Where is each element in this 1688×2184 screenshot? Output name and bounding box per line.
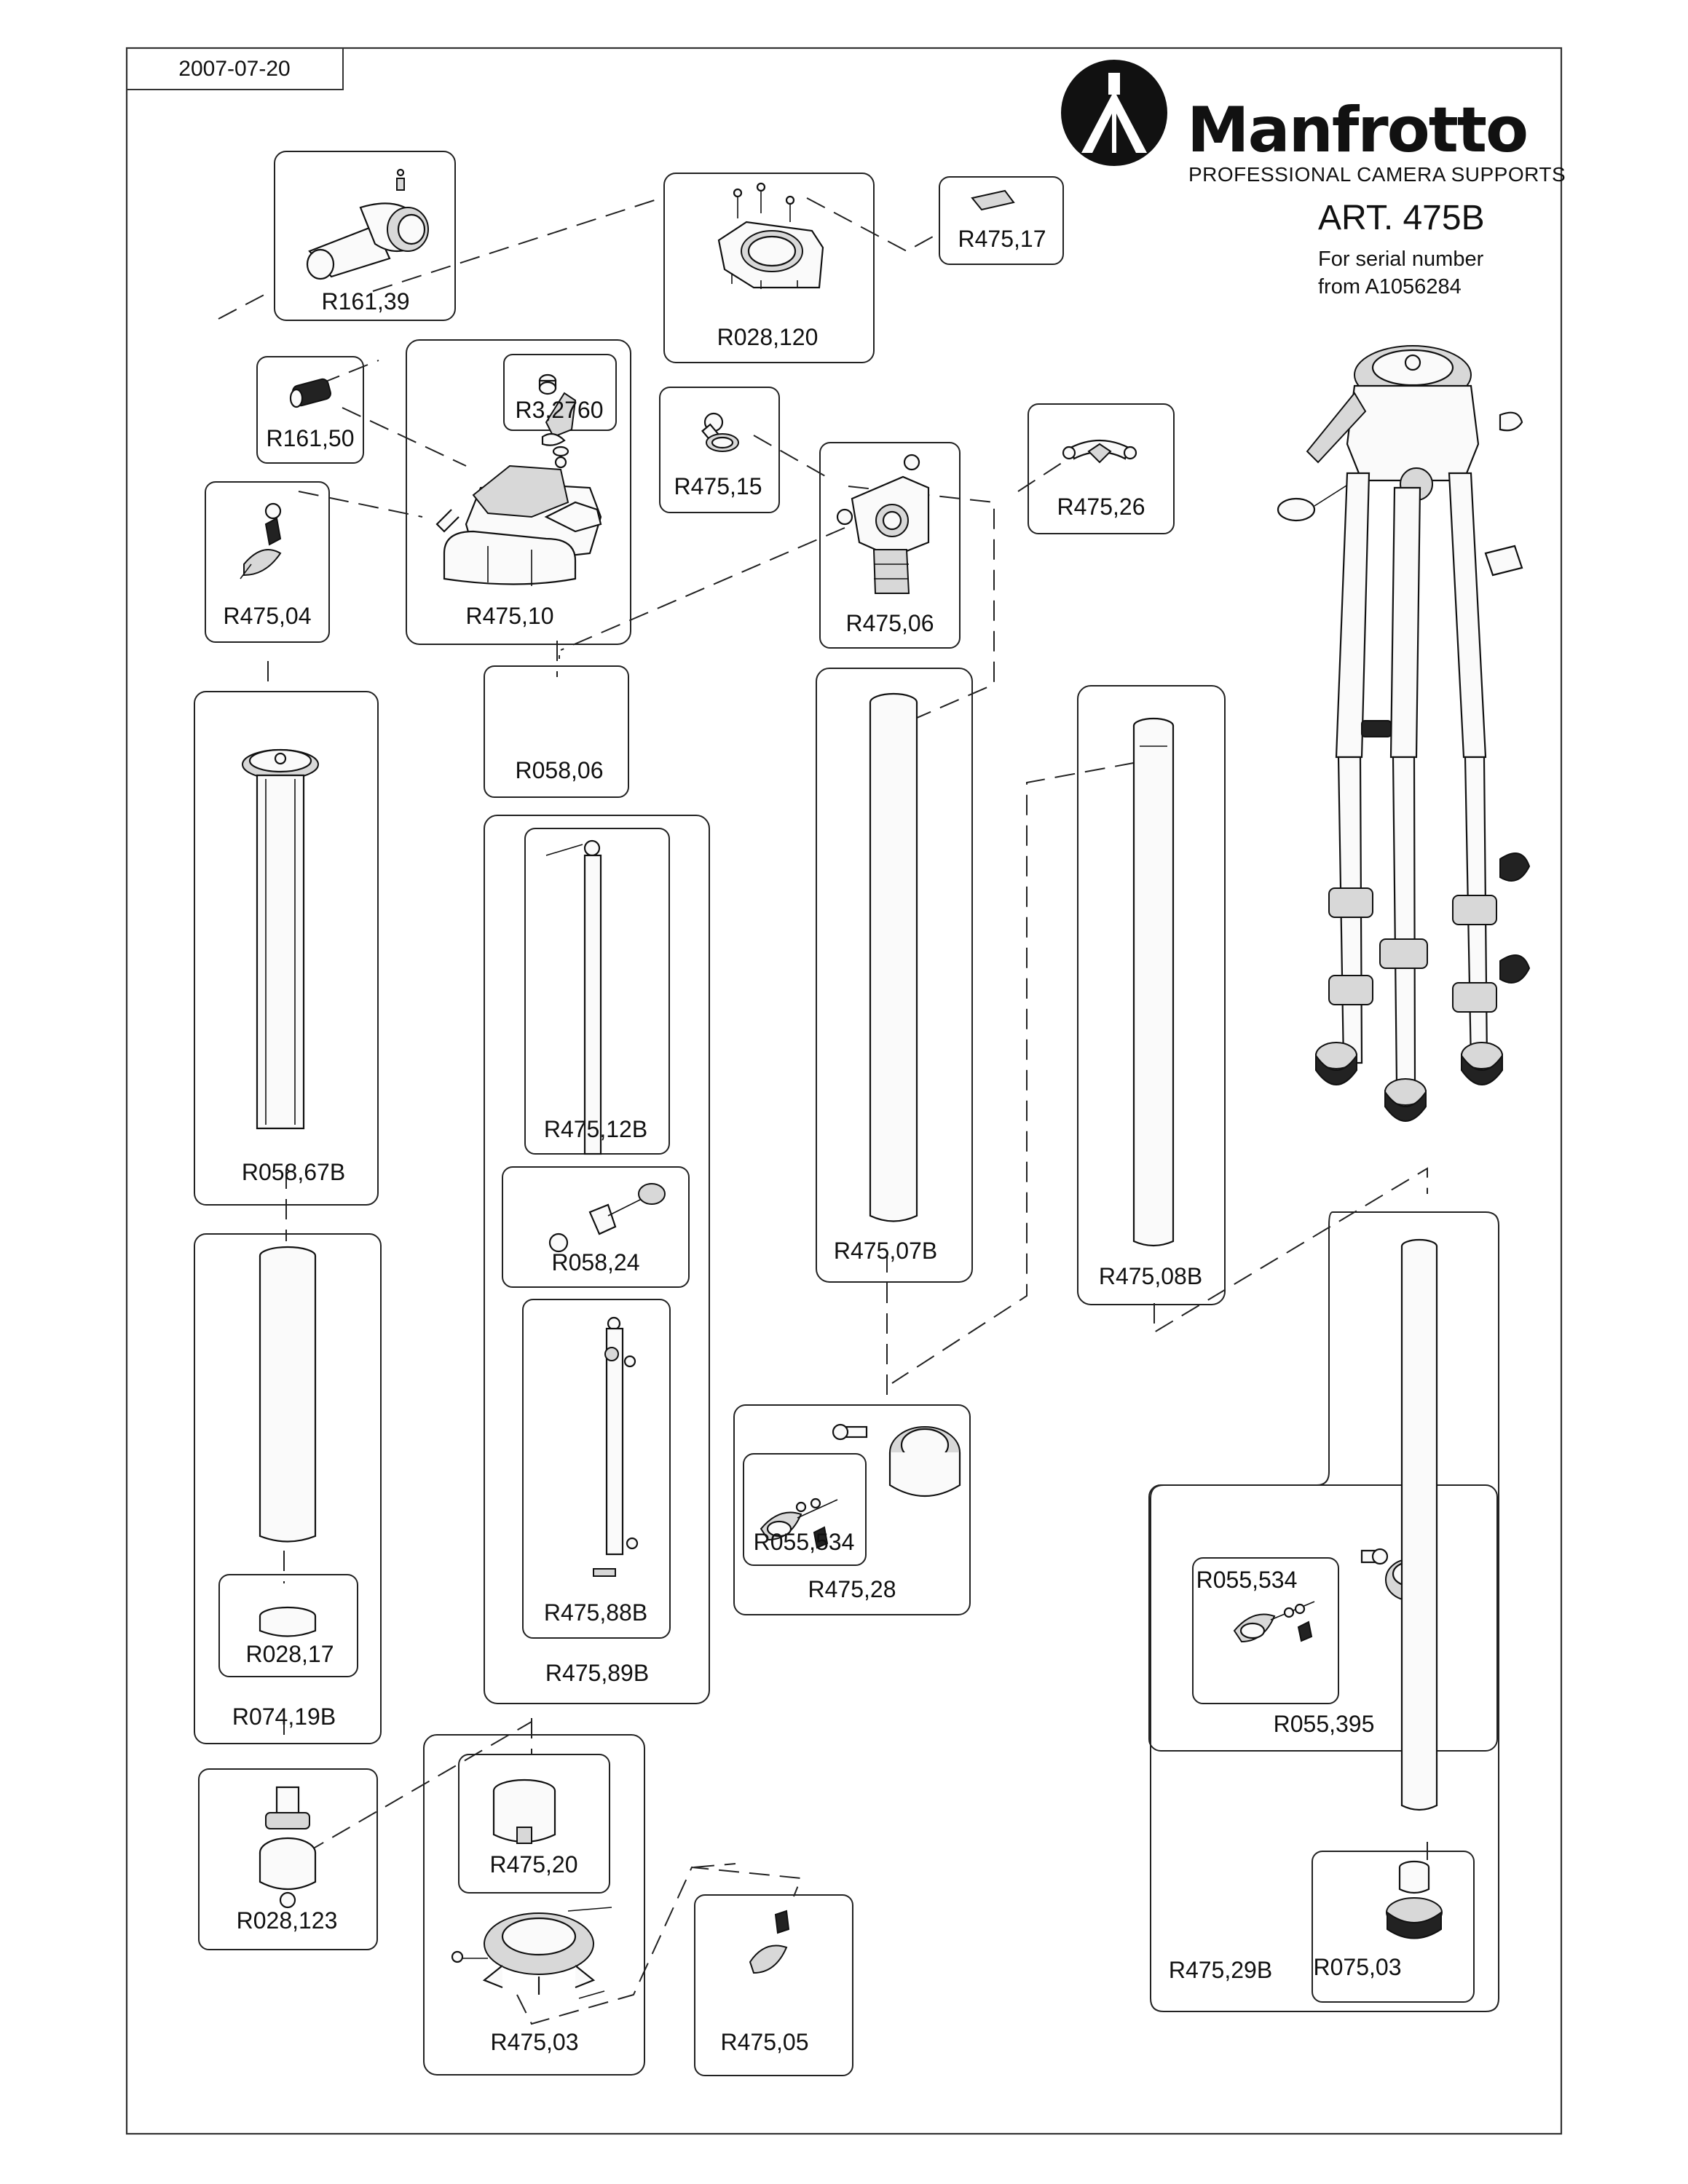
part-label: R475,28 [808,1576,896,1602]
part-label: R055,395 [1273,1711,1375,1737]
part-label: R161,50 [266,425,355,451]
part-label: R075,03 [1313,1954,1402,1980]
part-label: R475,29B [1168,1957,1273,1983]
part-label: R028,123 [236,1907,338,1934]
part-label: R475,08B [1098,1263,1203,1289]
assembly-guide-lines [218,197,1428,2025]
serial-line-1: For serial number [1318,248,1484,271]
part-label: R475,10 [465,603,554,629]
part-frames [194,151,1499,2076]
article-title: ART. 475B [1318,199,1485,237]
part-label: R058,67B [241,1159,346,1185]
part-label: R028,17 [245,1641,334,1667]
part-label: R475,89B [545,1660,650,1686]
part-label: R475,88B [543,1599,648,1626]
serial-line-2: from A1056284 [1318,275,1462,298]
part-label: R058,24 [551,1249,640,1275]
part-label: R074,19B [232,1704,336,1730]
brand-block: Manfrotto PROFESSIONAL CAMERA SUPPORTS [1060,61,1569,207]
part-label: R3,2760 [515,397,604,423]
part-label: R475,03 [490,2029,579,2055]
part-label: R475,05 [720,2029,809,2055]
part-label: R475,04 [223,603,312,629]
part-label: R475,17 [958,226,1046,252]
part-label: R475,26 [1057,494,1145,520]
brand-tagline: PROFESSIONAL CAMERA SUPPORTS [1188,163,1566,186]
part-label: R058,06 [515,757,604,783]
part-label: R475,20 [489,1851,578,1878]
part-label: R475,15 [674,473,762,499]
brand-name: Manfrotto [1187,94,1529,167]
part-drawings [240,168,1443,1999]
part-label: R028,120 [717,324,819,350]
date-stamp: 2007-07-20 [127,48,344,90]
part-label: R475,06 [845,610,934,636]
serial-note: For serial number from A1056284 [1318,245,1483,301]
part-label: R055,534 [753,1529,855,1555]
part-label: R161,39 [321,288,410,314]
part-label: R475,12B [543,1116,648,1142]
sheet-frame [125,47,1563,2135]
part-label: R475,07B [833,1238,938,1264]
assembled-tripod-illustration [1277,345,1531,1122]
manfrotto-logo-icon [1061,60,1167,166]
part-label: R055,534 [1196,1567,1298,1593]
